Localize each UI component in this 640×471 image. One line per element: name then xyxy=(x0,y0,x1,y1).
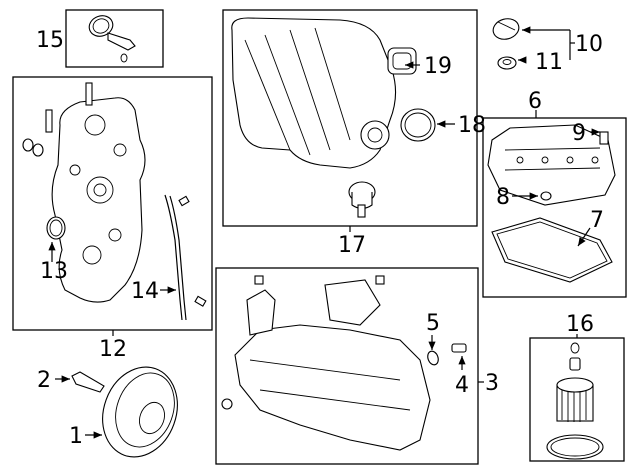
callout-8: 8 xyxy=(496,185,510,210)
callout-7: 7 xyxy=(590,208,604,233)
part-15-drawing xyxy=(88,15,136,63)
callout-1: 1 xyxy=(69,424,83,449)
callout-16: 16 xyxy=(566,312,594,337)
callout-10: 10 xyxy=(575,32,603,57)
callout-2: 2 xyxy=(37,368,51,393)
callout-9: 9 xyxy=(572,121,586,146)
callout-14: 14 xyxy=(131,279,159,304)
callout-13: 13 xyxy=(40,259,68,284)
callout-15: 15 xyxy=(36,28,64,53)
callout-3: 3 xyxy=(485,371,499,396)
callout-19: 19 xyxy=(424,54,452,79)
callout-11: 11 xyxy=(535,50,563,75)
box-6 xyxy=(482,117,627,298)
part-12-drawing xyxy=(22,82,207,321)
part-3-drawing xyxy=(221,275,467,451)
callout-4: 4 xyxy=(455,373,469,398)
part-17-drawing xyxy=(231,17,436,218)
callout-18: 18 xyxy=(458,113,486,138)
part-10-11-drawing xyxy=(492,18,520,70)
callout-17: 17 xyxy=(338,233,366,258)
callout-5: 5 xyxy=(426,311,440,336)
part-1-2-drawing xyxy=(71,366,178,458)
leaders xyxy=(48,26,600,439)
box-15 xyxy=(65,9,164,68)
callout-12: 12 xyxy=(99,337,127,362)
callout-6: 6 xyxy=(528,89,542,114)
part-16-drawing xyxy=(546,342,604,460)
part-6-drawing xyxy=(487,124,616,283)
box-3 xyxy=(215,267,479,465)
